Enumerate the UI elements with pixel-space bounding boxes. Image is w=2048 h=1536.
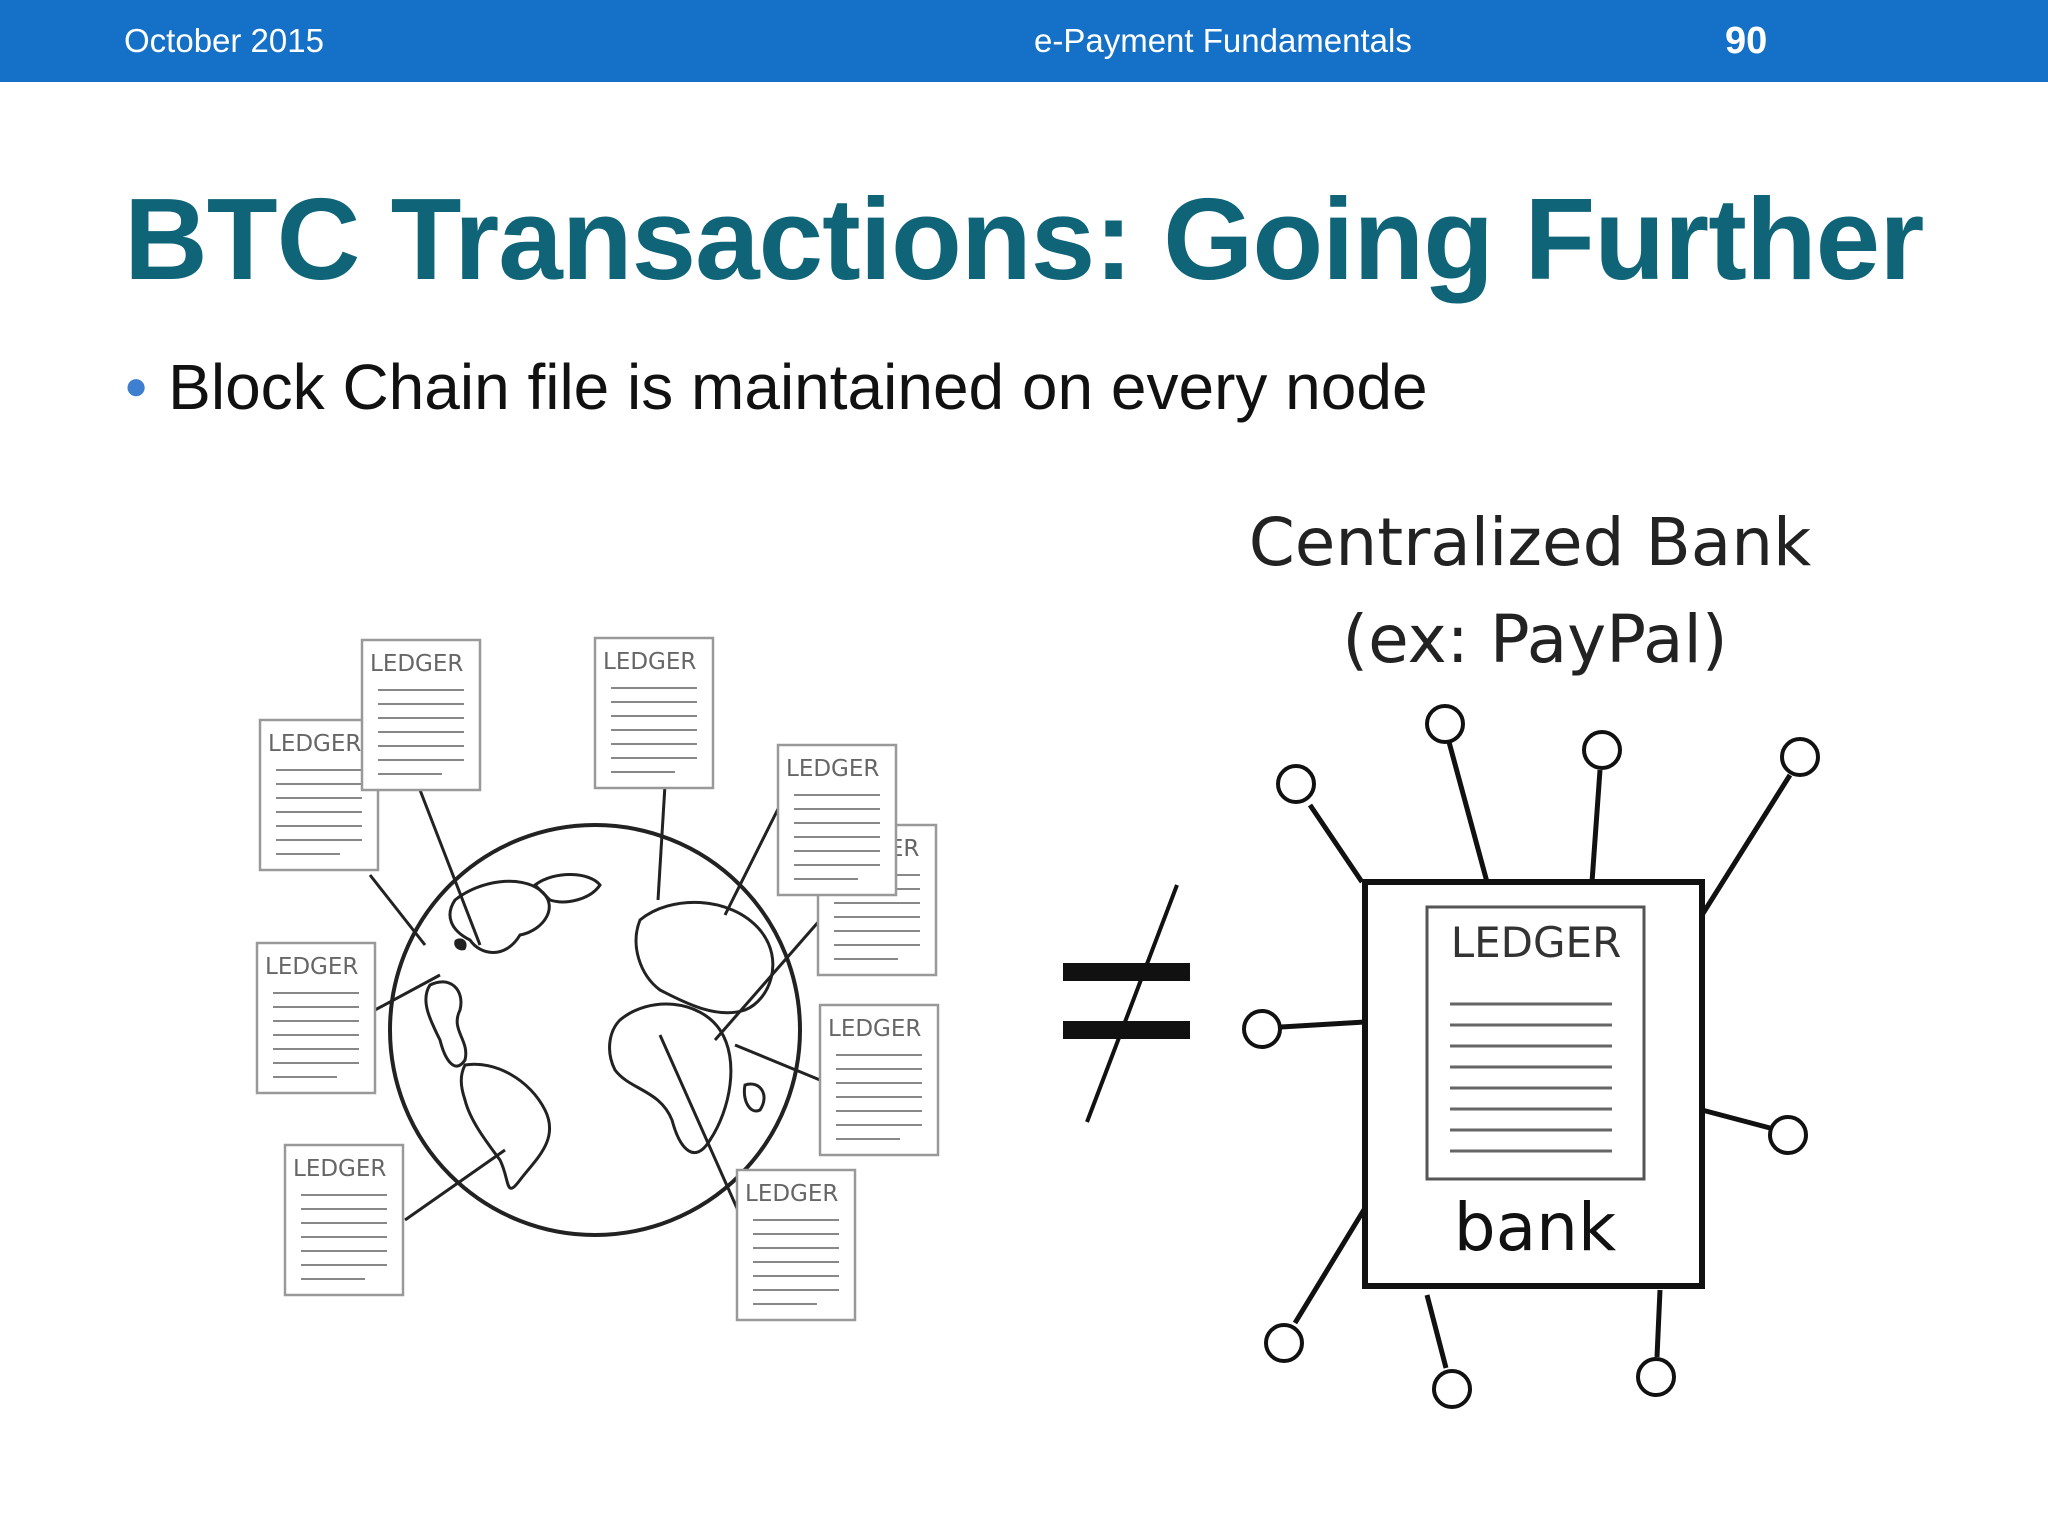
ledger-document: LEDGER [818,1003,940,1157]
header-page-number: 90 [1725,20,1768,62]
bank-label: bank [1454,1189,1617,1266]
ledger-document: LEDGER [735,1168,857,1322]
slide-title: BTC Transactions: Going Further [124,174,1924,304]
slide-header-bar: October 2015 e-Payment Fundamentals 90 [0,0,2048,82]
not-equal-icon [1063,884,1190,1123]
ledger-label: LEDGER [603,649,696,675]
ledger-label: LEDGER [745,1181,838,1207]
ledger-document: LEDGER [283,1143,405,1297]
bank-heading-line1: Centralized Bank [1249,504,1812,581]
ledger-label: LEDGER [786,756,879,782]
ledger-document: LEDGER [360,638,482,792]
header-course-title: e-Payment Fundamentals [1034,22,1412,59]
bullet-item: ● Block Chain file is maintained on every… [124,350,1428,424]
globe-icon [388,823,802,1237]
bullet-text: Block Chain file is maintained on every … [168,351,1428,423]
ledger-label: LEDGER [370,651,463,677]
ledger-label: LEDGER [293,1156,386,1182]
ledger-label: LEDGER [828,1016,921,1042]
ledger-document: LEDGER [593,636,715,790]
ledger-label: LEDGER [265,954,358,980]
ledger-document: LEDGER [255,941,377,1095]
bank-heading-line2: (ex: PayPal) [1342,601,1727,678]
bank-ledger-label: LEDGER [1451,918,1622,967]
bank-box: LEDGER bank [1362,879,1705,1289]
bank-node-connections [1242,704,1820,1409]
header-date: October 2015 [124,22,324,59]
ledger-connection-lines [368,784,822,1222]
ledger-document: LEDGER [776,743,898,897]
ledger-label: LEDGER [268,731,361,757]
bullet-dot-icon: ● [124,364,149,408]
ledger-document: LEDGER [258,718,380,872]
